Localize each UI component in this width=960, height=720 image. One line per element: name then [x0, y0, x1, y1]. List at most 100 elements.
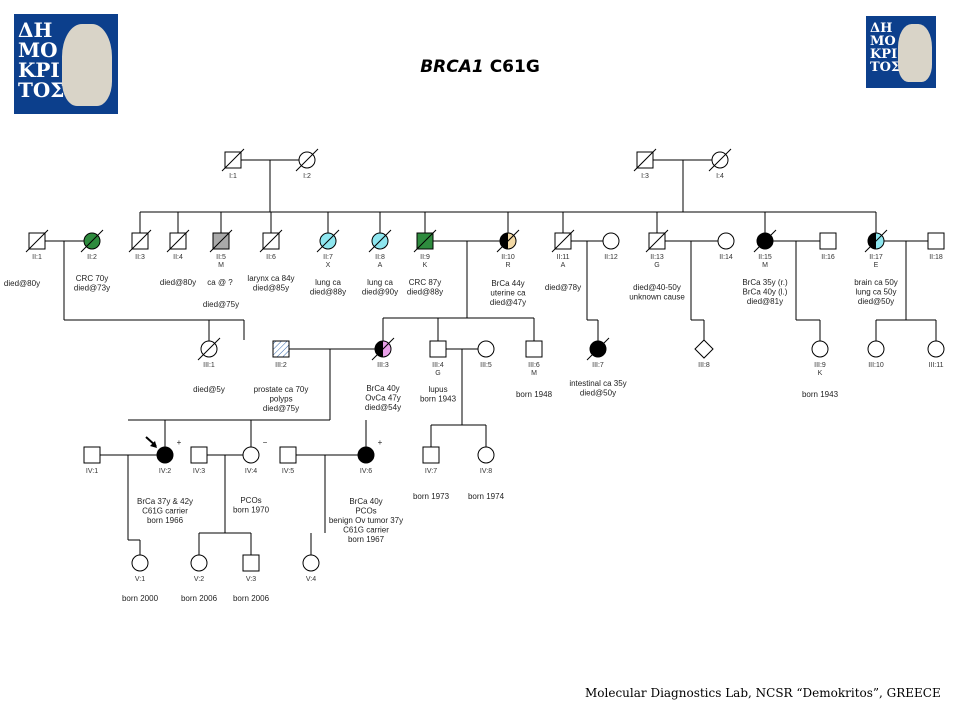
individual-iii2-note: polyps: [269, 395, 292, 404]
footer-credit: Molecular Diagnostics Lab, NCSR “Demokri…: [585, 686, 941, 700]
individual-ii18-square: [927, 232, 945, 250]
individual-iii8-diamond: [694, 339, 714, 359]
individual-iii9-circle: [811, 340, 829, 358]
individual-ii10-right-half: [508, 233, 516, 249]
individual-ii11-label: II:11: [556, 254, 569, 261]
individual-ii17-note: lung ca 50y: [856, 288, 897, 297]
individual-ii8-note: died@90y: [362, 288, 398, 297]
individual-iii9-label: III:9: [814, 362, 826, 369]
individual-iv1-label: IV:1: [86, 468, 98, 475]
individual-v3-note: born 2006: [233, 594, 270, 603]
individual-ii9-note: CRC 87y: [409, 278, 441, 287]
individual-iv5-square: [279, 446, 297, 464]
individual-iii3-note: died@54y: [365, 403, 401, 412]
individual-iv2-status: +: [177, 438, 182, 447]
individual-i4-deceased-slash: [708, 148, 732, 172]
individual-iii7-label: III:7: [592, 362, 604, 369]
individual-ii17-right-half: [876, 233, 884, 249]
individual-iii8-label: III:8: [698, 362, 710, 369]
individual-i2-label: I:2: [303, 173, 311, 180]
individual-v4-label: V:4: [306, 576, 316, 583]
individual-iv8-note: born 1974: [468, 492, 505, 501]
individual-iv2-label: IV:2: [159, 468, 171, 475]
individual-iv8-label: IV:8: [480, 468, 492, 475]
individual-i2-deceased-slash: [295, 148, 319, 172]
individual-iii6-note: born 1948: [516, 390, 553, 399]
individual-ii1-label: II:1: [32, 254, 42, 261]
individual-iii2-note: prostate ca 70y: [254, 385, 309, 394]
individual-ii17-note: brain ca 50y: [854, 278, 898, 287]
individual-iii3-deceased-slash: [371, 337, 395, 361]
individual-ii13-note: died@40-50y: [633, 283, 681, 292]
individual-ii6-note: died@85y: [253, 284, 289, 293]
individual-ii2-note: died@73y: [74, 284, 110, 293]
individual-ii1-note: died@80y: [4, 279, 40, 288]
individual-ii5-deceased-slash: [209, 229, 233, 253]
individual-ii3-deceased-slash: [128, 229, 152, 253]
individual-iv6-note: born 1967: [348, 535, 385, 544]
individual-iv4-circle: [242, 446, 260, 464]
individual-ii13-deceased-slash: [645, 229, 669, 253]
individual-iv1-square: [83, 446, 101, 464]
individual-iii6-initial: M: [531, 370, 537, 377]
logo-face-left: [62, 24, 112, 106]
individual-v1-circle: [131, 554, 149, 572]
individual-ii15-deceased-slash: [753, 229, 777, 253]
individual-ii10-initial: R: [505, 262, 510, 269]
individual-iv2-note: C61G carrier: [142, 507, 188, 516]
individual-iv5-label: IV:5: [282, 468, 294, 475]
individual-ii17-label: II:17: [869, 254, 883, 261]
individual-iii6-square: [525, 340, 543, 358]
individual-iv3-square: [190, 446, 208, 464]
individual-ii13-note: unknown cause: [629, 293, 685, 302]
logo-face-right: [898, 24, 932, 82]
individual-ii15-label: II:15: [758, 254, 772, 261]
individual-iv4-note: born 1970: [233, 506, 270, 515]
individual-i1-label: I:1: [229, 173, 237, 180]
individual-iv6-note: BrCa 40y: [349, 497, 382, 506]
individual-ii7-initial: X: [326, 262, 331, 269]
individual-ii17-circle: [867, 232, 885, 250]
individual-ii7-note: died@88y: [310, 288, 346, 297]
individual-iii2-note: died@75y: [263, 404, 299, 413]
individual-ii17-note: died@50y: [858, 297, 894, 306]
individual-iii10-label: III:10: [868, 362, 884, 369]
individual-iii1-deceased-slash: [197, 337, 221, 361]
individual-iii5-circle: [477, 340, 495, 358]
individual-ii4-label: II:4: [173, 254, 183, 261]
individual-ii17-deceased-slash: [864, 229, 888, 253]
individual-iii4-square: [429, 340, 447, 358]
individual-iii3-note: BrCa 40y: [366, 384, 399, 393]
individual-ii8-initial: A: [378, 262, 383, 269]
individual-iii2-label: III:2: [275, 362, 287, 369]
individual-i3-deceased-slash: [633, 148, 657, 172]
individual-ii7-deceased-slash: [316, 229, 340, 253]
individual-ii11-initial: A: [561, 262, 566, 269]
individual-iv6-note: PCOs: [355, 507, 376, 516]
individual-i4-label: I:4: [716, 173, 724, 180]
individual-ii17-left-half: [868, 233, 876, 249]
individual-ii7-note: lung ca: [315, 278, 341, 287]
individual-iii3-right-half: [383, 341, 391, 357]
individual-v3-square: [242, 554, 260, 572]
individual-i3-label: I:3: [641, 173, 649, 180]
individual-iv7-note: born 1973: [413, 492, 450, 501]
individual-ii15-initial: M: [762, 262, 768, 269]
individual-ii10-label: II:10: [501, 254, 515, 261]
individual-iii3-left-half: [375, 341, 383, 357]
individual-iv8-circle: [477, 446, 495, 464]
individual-iv2-note: born 1966: [147, 516, 184, 525]
individual-iii6-label: III:6: [528, 362, 540, 369]
individual-ii10-circle: [499, 232, 517, 250]
individual-iv4-status: −: [263, 438, 268, 447]
individual-iii4-label: III:4: [432, 362, 444, 369]
individual-v4-circle: [302, 554, 320, 572]
individual-ii6-deceased-slash: [259, 229, 283, 253]
individual-ii10-note: uterine ca: [490, 289, 526, 298]
